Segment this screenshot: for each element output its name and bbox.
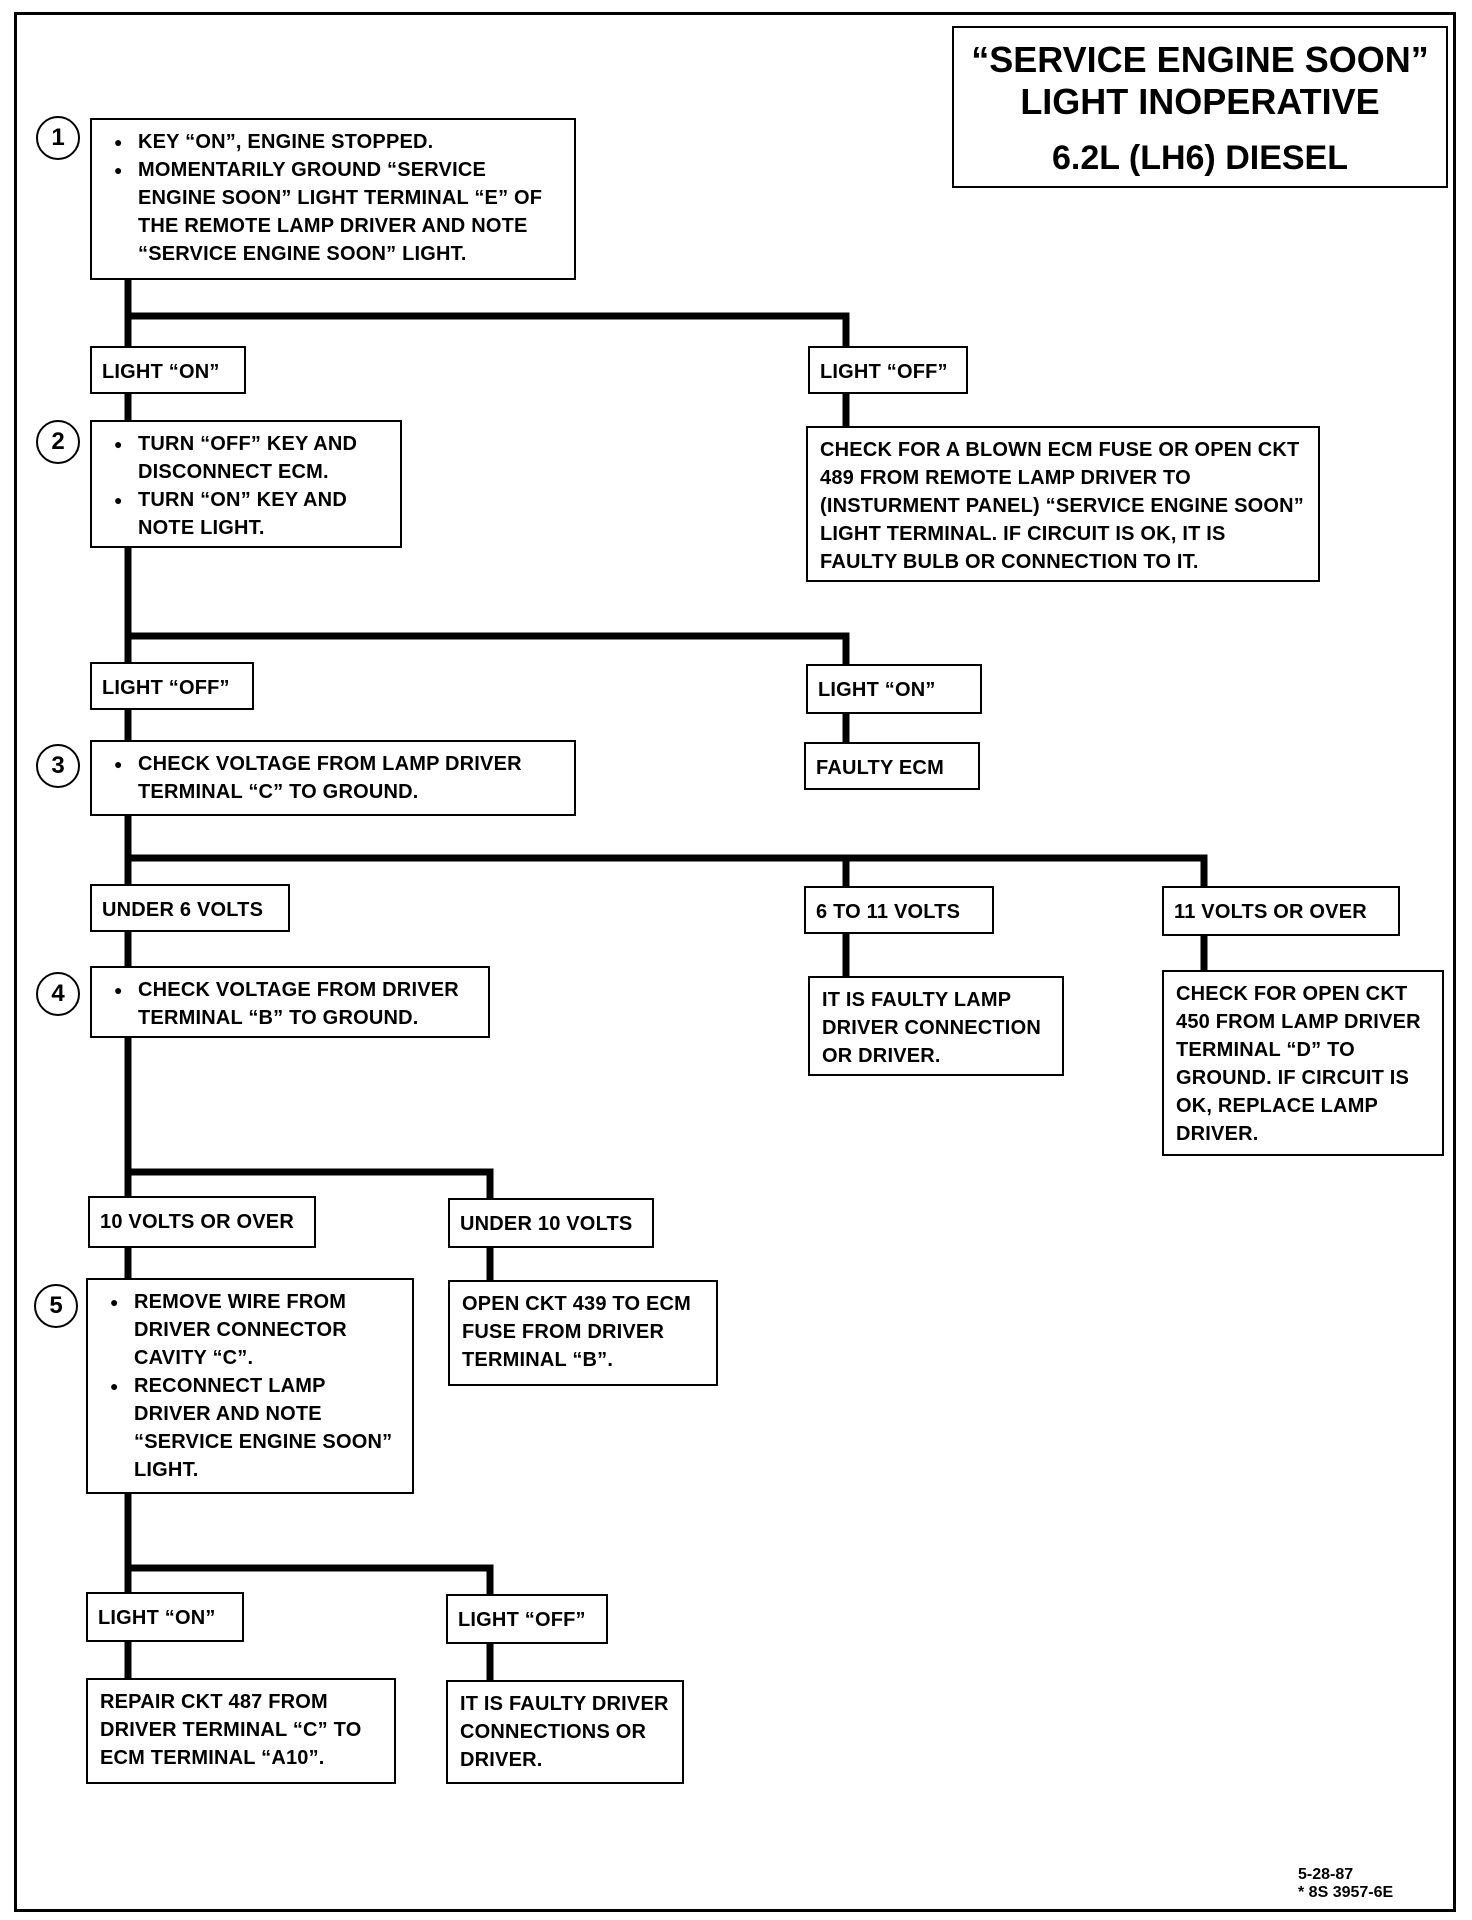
title-line-3: 6.2L (LH6) DIESEL: [1052, 139, 1348, 177]
title-line-1: “SERVICE ENGINE SOON”: [971, 39, 1429, 80]
step-3-number: 3: [36, 744, 80, 788]
title-line-2: LIGHT INOPERATIVE: [1020, 81, 1380, 122]
result-repair-ckt-487: REPAIR CKT 487 FROM DRIVER TERMINAL “C” …: [86, 1678, 396, 1784]
step-5-item-1: REMOVE WIRE FROM DRIVER CONNECTOR CAVITY…: [100, 1288, 400, 1372]
result-faulty-driver-connections: IT IS FAULTY DRIVER CONNECTIONS OR DRIVE…: [446, 1680, 684, 1784]
step-2-number: 2: [36, 420, 80, 464]
label-under-10-volts: UNDER 10 VOLTS: [448, 1198, 654, 1248]
diagram-title: “SERVICE ENGINE SOON” LIGHT INOPERATIVE …: [952, 26, 1448, 188]
label-6-to-11-volts: 6 TO 11 VOLTS: [804, 886, 994, 934]
step-2-item-2: TURN “ON” KEY AND NOTE LIGHT.: [104, 486, 388, 542]
step-2-box: TURN “OFF” KEY AND DISCONNECT ECM. TURN …: [90, 420, 402, 548]
step-1-item-1: KEY “ON”, ENGINE STOPPED.: [104, 128, 562, 156]
label-step5-light-on: LIGHT “ON”: [86, 1592, 244, 1642]
label-step2-light-on: LIGHT “ON”: [806, 664, 982, 714]
footer-code: * 8S 3957-6E: [1298, 1884, 1394, 1901]
step-1-box: KEY “ON”, ENGINE STOPPED. MOMENTARILY GR…: [90, 118, 576, 280]
result-faulty-lamp-driver: IT IS FAULTY LAMP DRIVER CONNECTION OR D…: [808, 976, 1064, 1076]
step-1-number: 1: [36, 116, 80, 160]
footer-date: 5-28-87: [1298, 1866, 1354, 1883]
step-4-item-1: CHECK VOLTAGE FROM DRIVER TERMINAL “B” T…: [104, 976, 476, 1032]
label-step1-light-on: LIGHT “ON”: [90, 346, 246, 394]
step-4-number: 4: [36, 972, 80, 1016]
step-5-item-2: RECONNECT LAMP DRIVER AND NOTE “SERVICE …: [100, 1372, 400, 1484]
step-4-box: CHECK VOLTAGE FROM DRIVER TERMINAL “B” T…: [90, 966, 490, 1038]
step-5-box: REMOVE WIRE FROM DRIVER CONNECTOR CAVITY…: [86, 1278, 414, 1494]
footer-reference: 5-28-87 * 8S 3957-6E: [1298, 1866, 1393, 1902]
step-1-item-2: MOMENTARILY GROUND “SERVICE ENGINE SOON”…: [104, 156, 562, 268]
result-blown-fuse: CHECK FOR A BLOWN ECM FUSE OR OPEN CKT 4…: [806, 426, 1320, 582]
result-open-ckt-439: OPEN CKT 439 TO ECM FUSE FROM DRIVER TER…: [448, 1280, 718, 1386]
result-open-ckt-450: CHECK FOR OPEN CKT 450 FROM LAMP DRIVER …: [1162, 970, 1444, 1156]
label-10-volts-or-over: 10 VOLTS OR OVER: [88, 1196, 316, 1248]
label-under-6-volts: UNDER 6 VOLTS: [90, 884, 290, 932]
page-border: [14, 12, 1456, 1912]
step-5-number: 5: [34, 1284, 78, 1328]
result-faulty-ecm: FAULTY ECM: [804, 742, 980, 790]
step-2-item-1: TURN “OFF” KEY AND DISCONNECT ECM.: [104, 430, 388, 486]
label-step1-light-off: LIGHT “OFF”: [808, 346, 968, 394]
label-step2-light-off: LIGHT “OFF”: [90, 662, 254, 710]
label-step5-light-off: LIGHT “OFF”: [446, 1594, 608, 1644]
label-11-volts-or-over: 11 VOLTS OR OVER: [1162, 886, 1400, 936]
step-3-item-1: CHECK VOLTAGE FROM LAMP DRIVER TERMINAL …: [104, 750, 562, 806]
step-3-box: CHECK VOLTAGE FROM LAMP DRIVER TERMINAL …: [90, 740, 576, 816]
